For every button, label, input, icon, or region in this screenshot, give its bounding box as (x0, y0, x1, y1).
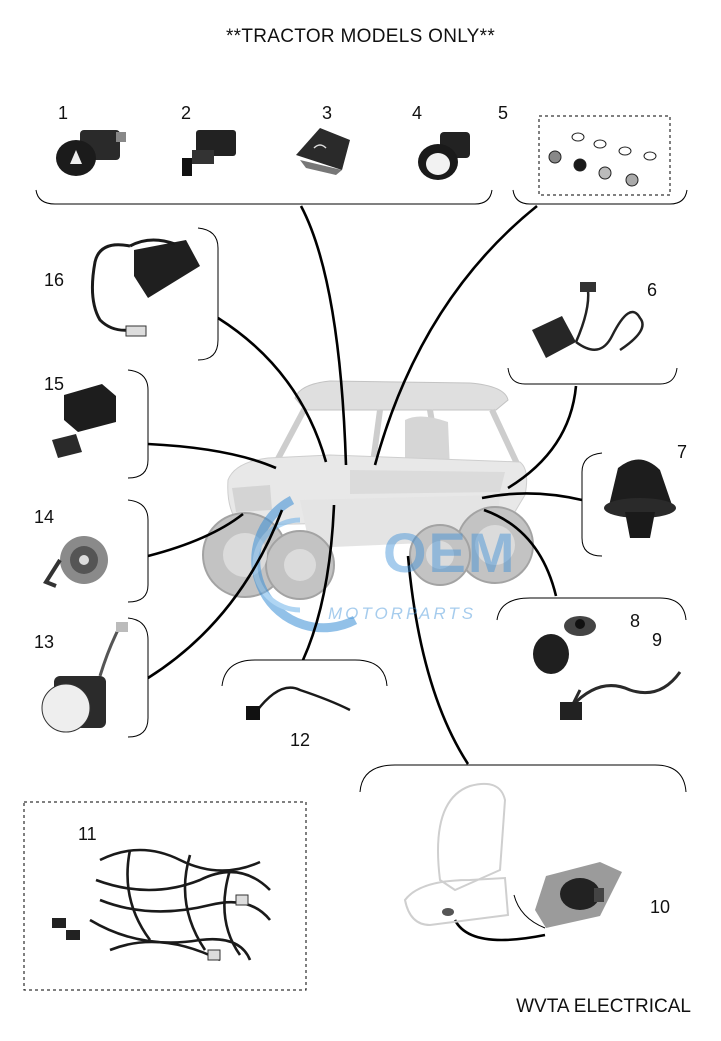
part-13-lamp (41, 622, 128, 733)
callout-9: 9 (652, 630, 663, 650)
part-7-boot (604, 459, 676, 538)
part-15-relay (52, 384, 116, 458)
callout-11: 11 (78, 824, 97, 844)
callout-2: 2 (181, 103, 192, 123)
callout-4: 4 (412, 103, 423, 123)
callout-15: 15 (44, 374, 65, 394)
callout-3: 3 (322, 103, 333, 123)
part-3-switch (296, 128, 350, 175)
part-4-switch (418, 132, 470, 180)
callout-13: 13 (34, 632, 55, 652)
group-brackets (35, 189, 688, 929)
part-5-set (548, 132, 657, 187)
callout-1: 1 (58, 103, 69, 123)
part-9-cable (560, 671, 682, 720)
part-11-box (23, 801, 307, 991)
watermark-brand: OEM (383, 521, 517, 584)
callout-14: 14 (34, 507, 55, 527)
part-12-cable (246, 686, 351, 720)
part-10-seat (403, 782, 510, 927)
page-title: **TRACTOR MODELS ONLY** (225, 26, 496, 47)
callout-16: 16 (44, 270, 65, 290)
callout-8: 8 (630, 611, 641, 631)
part-14-horn (43, 536, 108, 588)
vehicle-illustration (202, 380, 534, 600)
part-6-sensor (532, 282, 644, 358)
callout-12: 12 (290, 730, 311, 750)
part-1-switch (56, 130, 126, 176)
callout-6: 6 (647, 280, 658, 300)
watermark-sub: MOTORPARTS (328, 604, 477, 623)
part-16-relay (90, 238, 200, 337)
callout-7: 7 (677, 442, 688, 462)
part-11-harness (52, 848, 272, 962)
part-10-switch (535, 862, 622, 928)
callout-5: 5 (498, 103, 509, 123)
part-2-switch (182, 130, 236, 176)
part-5-box (538, 115, 671, 196)
callout-10: 10 (650, 897, 671, 917)
leader-lines (147, 204, 583, 942)
footer-caption: WVTA ELECTRICAL (516, 996, 691, 1017)
part-8-socket (533, 616, 596, 674)
